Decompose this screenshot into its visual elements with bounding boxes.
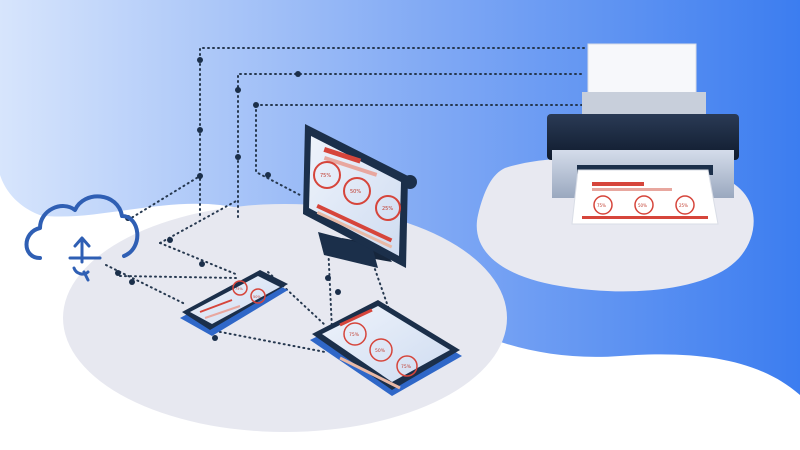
- phone-gauge-label: 75%: [235, 287, 243, 291]
- monitor-icon: 75% 50% 25%: [303, 124, 417, 268]
- printer-gauge-label: 75%: [597, 203, 606, 208]
- monitor-gauge-label: 75%: [320, 173, 331, 179]
- monitor-gauge: [313, 161, 341, 189]
- monitor-gauge-label: 50%: [350, 189, 361, 195]
- monitor-dashboard: 75% 50% 25%: [313, 147, 401, 249]
- tablet-gauge-label: 50%: [375, 348, 386, 354]
- monitor-gauge: [343, 177, 371, 205]
- tablet-gauge-label: 75%: [349, 332, 360, 338]
- background-white-area: [0, 175, 80, 450]
- monitor-gauge: [375, 195, 401, 221]
- printer-gauge-label: 50%: [638, 203, 647, 208]
- cloud-sync-icon: [24, 194, 140, 282]
- printer-gauge-label: 25%: [679, 203, 688, 208]
- monitor-gauge-label: 25%: [382, 206, 393, 212]
- device-platform: [63, 204, 507, 432]
- tablet-gauge-label: 75%: [401, 364, 412, 370]
- printed-page-content: 75% 50% 25%: [582, 182, 708, 219]
- tablet-icon: 75% 50% 75%: [310, 300, 462, 396]
- connector-nodes: [115, 57, 398, 341]
- smartphone-icon: 75% 50%: [180, 270, 288, 336]
- phone-gauge-label: 50%: [253, 295, 261, 299]
- printer-icon: 75% 50% 25%: [547, 43, 739, 225]
